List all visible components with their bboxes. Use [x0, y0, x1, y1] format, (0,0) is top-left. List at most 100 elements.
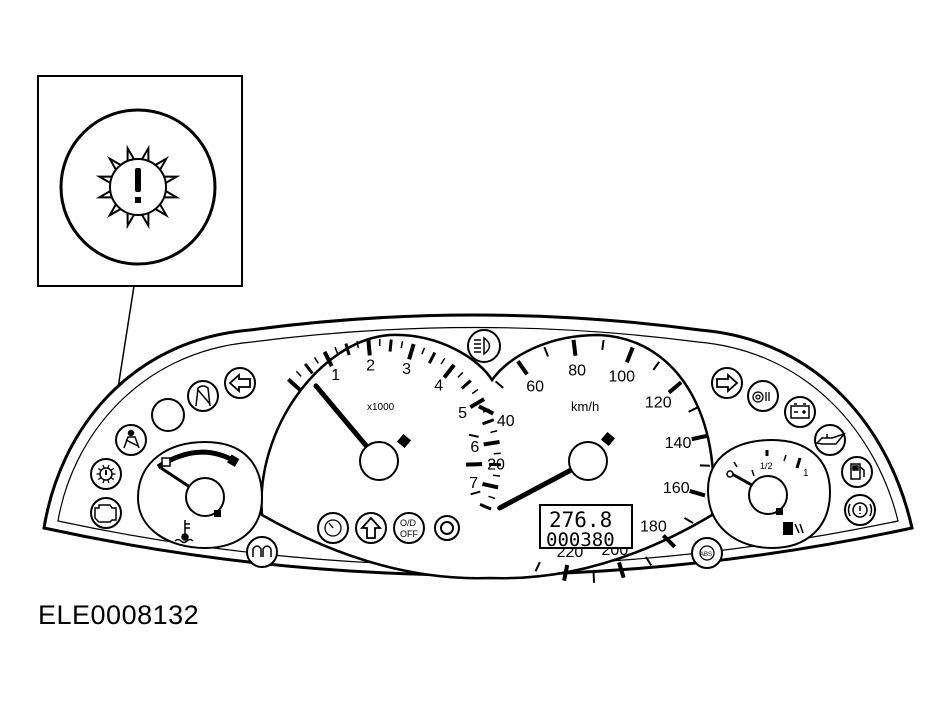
speedometer-label: 180	[640, 519, 667, 536]
speedometer-tick	[624, 346, 635, 364]
tachometer-label: 4	[434, 378, 443, 395]
brake-warning-icon	[847, 502, 873, 518]
powertrain-small-icon	[96, 464, 116, 484]
transmission-icon	[752, 391, 770, 403]
tachometer-tick	[442, 363, 456, 379]
fuel-half-label: 1/2	[760, 461, 773, 471]
cog-tooth	[95, 190, 113, 199]
temperature-gauge	[136, 440, 264, 550]
speedometer-tick	[652, 361, 660, 371]
speedometer-label: 160	[663, 480, 690, 497]
tachometer-tick	[286, 377, 302, 392]
fuel-pump-icon	[783, 522, 804, 535]
tachometer-label: 1	[331, 367, 340, 384]
glow-plug-lamp	[246, 536, 278, 568]
speedometer-tick	[617, 561, 626, 579]
speedometer-label: 20	[487, 457, 505, 474]
turn-right-arrow-icon	[716, 372, 739, 394]
speedometer-tick	[691, 433, 708, 442]
speedometer-label: 80	[568, 363, 586, 380]
seatbelt-icon	[195, 385, 211, 407]
tachometer-label: 2	[366, 357, 375, 374]
cog-tooth	[110, 467, 115, 471]
cog-tooth	[154, 156, 169, 171]
main-beam-icon	[474, 336, 491, 356]
blank-lamp	[115, 424, 147, 456]
tachometer-tick	[344, 343, 351, 356]
tachometer-tick	[490, 429, 498, 434]
engine-icon	[94, 504, 117, 523]
tachometer-tick	[440, 357, 446, 365]
cog-tooth	[97, 477, 102, 481]
cog-tooth	[141, 212, 150, 230]
cog-tooth	[126, 212, 135, 230]
seatbelt-small-icon	[123, 429, 140, 449]
cog-tooth	[102, 479, 105, 484]
oil-pressure-icon	[815, 432, 847, 445]
overdrive-off-line1: O/D	[400, 518, 417, 528]
speedometer-tick	[571, 339, 578, 356]
cog-tooth	[163, 175, 181, 184]
cog-tooth	[97, 467, 102, 471]
tachometer-tick	[483, 439, 500, 447]
tachometer-hub	[359, 441, 399, 481]
tachometer-tick	[460, 379, 472, 390]
speedometer-tick	[601, 339, 605, 351]
airbag-lamp	[151, 398, 185, 432]
tachometer-tick	[488, 495, 496, 500]
tachometer-label: 5	[458, 405, 467, 422]
tachometer-unit-label: x1000	[367, 402, 395, 413]
tachometer-tick	[295, 370, 302, 377]
tachometer-tick	[303, 362, 314, 375]
speedometer-tick	[543, 346, 549, 357]
fuel-gauge: 1/2 1	[706, 438, 832, 550]
turn-left-arrow-icon	[228, 372, 251, 394]
figure-id: ELE0008132	[38, 600, 200, 630]
cog-tooth	[110, 477, 115, 481]
speedometer-tick	[645, 556, 652, 566]
battery-icon	[790, 403, 810, 419]
tachometer-tick	[400, 341, 404, 349]
cog-tooth	[141, 144, 150, 162]
cog-tooth	[107, 464, 110, 469]
callout-icon-ring	[59, 108, 217, 266]
speedometer-label: 140	[665, 435, 692, 452]
speedometer-tick	[689, 489, 706, 498]
tachometer-ticks	[286, 338, 501, 511]
speedometer-tick	[562, 564, 570, 582]
tachometer-label: 7	[469, 475, 478, 492]
cog-tooth	[95, 175, 113, 184]
tachometer-tick	[334, 346, 339, 354]
abs-label: ABS	[700, 552, 712, 558]
tachometer-tick	[366, 339, 372, 356]
low-fuel-icon	[850, 463, 865, 480]
cog-tooth	[102, 464, 105, 469]
tachometer-label: 6	[470, 439, 479, 456]
odometer-total: 000380	[546, 529, 615, 551]
speedometer-tick	[470, 490, 481, 496]
odometer-trip: 276.8	[549, 508, 612, 532]
tachometer-tick	[469, 397, 486, 409]
speedometer-label: 40	[497, 413, 515, 430]
tachometer-tick	[493, 474, 501, 477]
powertrain-malfunction-icon	[95, 144, 181, 230]
cog-tooth	[154, 203, 169, 218]
tachometer-tick	[313, 357, 319, 364]
tachometer-tick	[322, 350, 334, 368]
cruise-control-icon	[324, 519, 342, 537]
tachometer-tick	[388, 339, 393, 352]
speedometer-tick	[683, 517, 694, 524]
cog-tooth	[107, 479, 110, 484]
cog-tooth	[107, 156, 122, 171]
speedometer-tick	[688, 406, 699, 413]
overdrive-off-lamp	[393, 512, 425, 544]
cog-tooth	[163, 190, 181, 199]
speedometer-label: 120	[645, 395, 672, 412]
speedometer-hub	[568, 441, 608, 481]
speedometer-tick	[667, 380, 683, 395]
speedometer-tick	[534, 561, 541, 572]
overdrive-off-line2: OFF	[400, 529, 418, 539]
